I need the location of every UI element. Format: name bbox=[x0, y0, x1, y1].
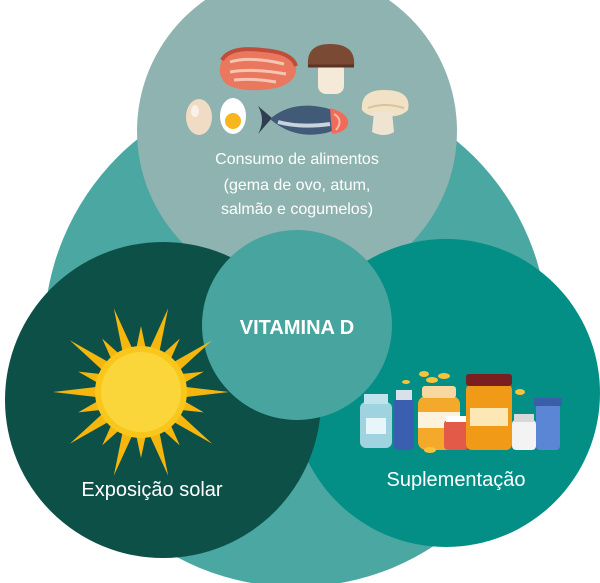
supplementation-label: Suplementação bbox=[387, 469, 526, 491]
supplement-bottles-icon bbox=[360, 371, 562, 453]
center-circle bbox=[202, 230, 392, 420]
food-label-line-3: salmão e cogumelos) bbox=[221, 201, 373, 218]
sun-ray bbox=[113, 427, 135, 476]
food-label-line-1: Consumo de alimentos bbox=[215, 151, 379, 168]
food-label-line-2: (gema de ovo, atum, bbox=[224, 177, 371, 194]
mushroom-icon bbox=[361, 90, 409, 135]
mushroom-icon bbox=[307, 44, 355, 94]
sun-ray bbox=[113, 308, 135, 357]
sun-ray bbox=[169, 340, 213, 374]
sun-ray bbox=[135, 431, 147, 458]
sun-ray bbox=[69, 340, 113, 374]
egg-half-icon bbox=[220, 98, 246, 134]
sun-ray bbox=[69, 410, 113, 444]
sun-ray bbox=[180, 386, 229, 398]
center-label: VITAMINA D bbox=[240, 317, 354, 339]
tuna-fish-icon bbox=[258, 105, 349, 135]
sun-ray bbox=[169, 410, 213, 444]
food-circle bbox=[137, 0, 457, 291]
egg-icon bbox=[186, 99, 212, 135]
salmon-steak-icon bbox=[219, 47, 298, 91]
sun-icon bbox=[53, 308, 229, 476]
sun-ray bbox=[147, 427, 169, 476]
sun-ray bbox=[147, 308, 169, 357]
sun-ray bbox=[135, 326, 147, 353]
sun-ray bbox=[53, 386, 102, 398]
sun-exposure-label: Exposição solar bbox=[81, 479, 223, 501]
